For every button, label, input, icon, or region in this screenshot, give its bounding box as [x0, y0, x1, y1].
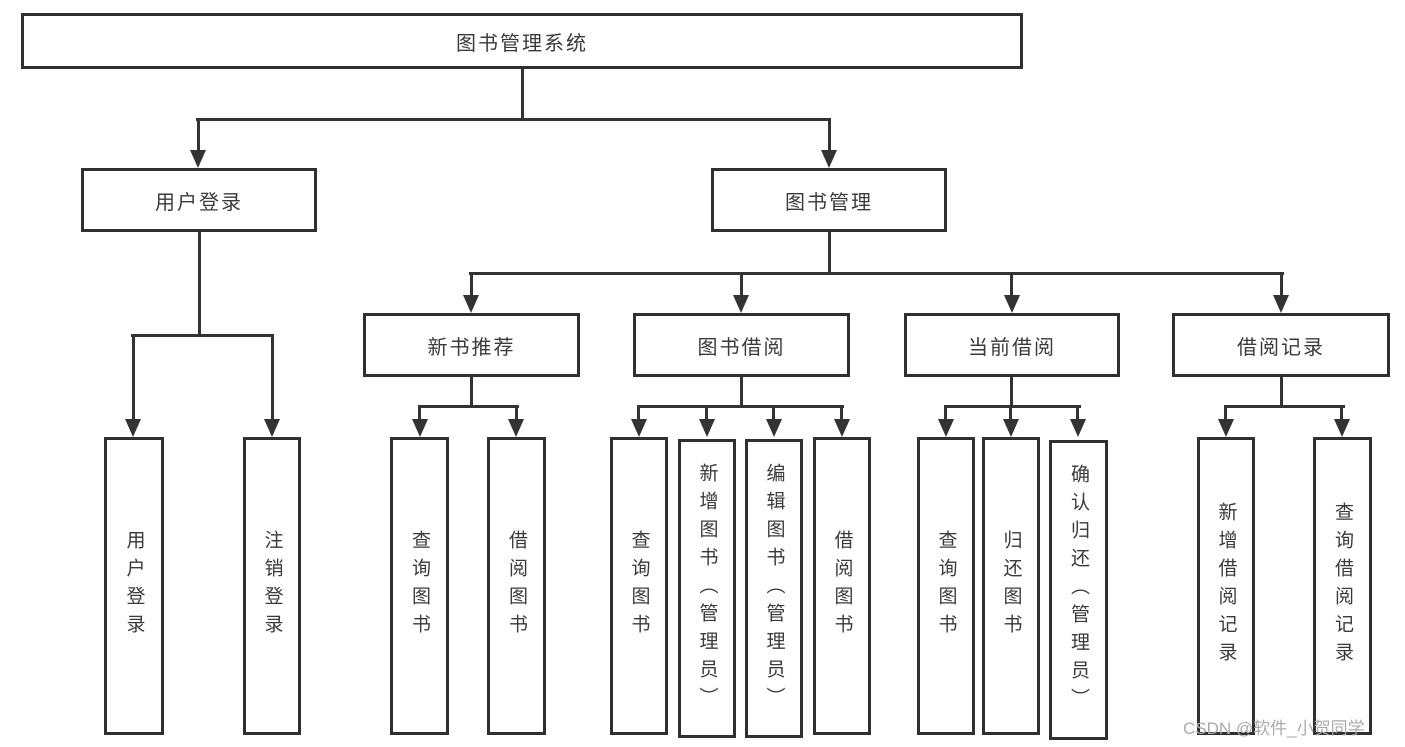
- connector-hline: [637, 405, 844, 408]
- connector-vline: [1076, 405, 1079, 421]
- node-library-system-label: 图书管理系统: [456, 32, 588, 55]
- connector-vline: [271, 334, 274, 421]
- connector-arrowhead: [125, 419, 141, 437]
- node-book-borrowing-label: 图书借阅: [697, 336, 786, 359]
- connector-vline: [828, 232, 831, 275]
- node-user-login-label: 用户登录: [155, 191, 243, 214]
- node-user-login: 用户登录: [81, 168, 317, 232]
- connector-vline: [1340, 405, 1343, 421]
- leaf-borrow-books-label: 借阅图书: [831, 530, 853, 642]
- leaf-query-books-recommend: 查询图书: [390, 437, 449, 735]
- node-borrowing-records: 借阅记录: [1172, 313, 1390, 377]
- leaf-confirm-return-admin-label: 确认归还（管理员）: [1068, 464, 1089, 716]
- connector-vline: [740, 377, 743, 407]
- connector-vline: [740, 272, 743, 296]
- connector-arrowhead: [412, 419, 428, 437]
- node-book-borrowing: 图书借阅: [633, 313, 850, 377]
- leaf-query-books-current-label: 查询图书: [935, 530, 957, 642]
- connector-hline: [196, 118, 831, 121]
- leaf-query-books-borrow: 查询图书: [610, 437, 668, 735]
- leaf-query-borrow-record-label: 查询借阅记录: [1332, 502, 1353, 670]
- node-book-management: 图书管理: [711, 168, 947, 232]
- leaf-query-books-borrow-label: 查询图书: [628, 530, 650, 642]
- connector-arrowhead: [264, 419, 280, 437]
- leaf-borrow-books-recommend: 借阅图书: [487, 437, 546, 735]
- connector-vline: [1224, 405, 1227, 421]
- connector-vline: [1280, 377, 1283, 407]
- connector-hline: [1224, 405, 1345, 408]
- connector-vline: [944, 405, 947, 421]
- connector-vline: [418, 405, 421, 421]
- leaf-edit-book-admin: 编辑图书（管理员）: [745, 439, 803, 738]
- connector-arrowhead: [821, 150, 837, 168]
- connector-arrowhead: [508, 419, 524, 437]
- node-borrowing-records-label: 借阅记录: [1237, 336, 1325, 359]
- leaf-borrow-books-recommend-label: 借阅图书: [506, 530, 527, 642]
- connector-arrowhead: [1334, 419, 1350, 437]
- leaf-query-books-recommend-label: 查询图书: [409, 530, 430, 642]
- connector-vline: [470, 272, 473, 296]
- connector-hline: [944, 405, 1081, 408]
- connector-arrowhead: [190, 150, 206, 168]
- connector-arrowhead: [463, 295, 479, 313]
- connector-arrowhead: [938, 419, 954, 437]
- connector-vline: [132, 334, 135, 421]
- connector-vline: [521, 69, 524, 121]
- leaf-confirm-return-admin: 确认归还（管理员）: [1049, 440, 1108, 740]
- connector-vline: [637, 405, 640, 421]
- connector-arrowhead: [1070, 419, 1086, 437]
- node-current-borrowing-label: 当前借阅: [968, 336, 1056, 359]
- leaf-add-book-admin: 新增图书（管理员）: [678, 439, 736, 738]
- connector-arrowhead: [631, 419, 647, 437]
- connector-hline: [418, 405, 519, 408]
- leaf-logout: 注销登录: [243, 437, 301, 735]
- connector-arrowhead: [766, 419, 782, 437]
- watermark: CSDN @软件_小贺同学: [1183, 719, 1365, 738]
- connector-vline: [197, 118, 200, 151]
- node-new-book-recommend-label: 新书推荐: [427, 336, 516, 359]
- connector-vline: [705, 405, 708, 421]
- leaf-query-books-current: 查询图书: [917, 437, 975, 735]
- leaf-return-books: 归还图书: [982, 437, 1040, 735]
- connector-arrowhead: [1004, 295, 1020, 313]
- connector-arrowhead: [1218, 419, 1234, 437]
- leaf-user-login-label: 用户登录: [123, 530, 145, 642]
- connector-vline: [1009, 405, 1012, 421]
- connector-arrowhead: [699, 419, 715, 437]
- leaf-return-books-label: 归还图书: [1000, 530, 1022, 642]
- node-library-system: 图书管理系统: [21, 13, 1023, 69]
- leaf-add-book-admin-label: 新增图书（管理员）: [696, 462, 718, 715]
- connector-vline: [470, 377, 473, 407]
- connector-vline: [1010, 272, 1013, 296]
- connector-vline: [198, 232, 201, 336]
- connector-arrowhead: [834, 419, 850, 437]
- leaf-user-login: 用户登录: [104, 437, 164, 735]
- connector-vline: [1010, 377, 1013, 407]
- connector-vline: [1280, 272, 1283, 296]
- connector-hline: [469, 272, 1284, 275]
- connector-vline: [772, 405, 775, 421]
- leaf-edit-book-admin-label: 编辑图书（管理员）: [763, 462, 785, 715]
- node-current-borrowing: 当前借阅: [904, 313, 1120, 377]
- connector-vline: [828, 118, 831, 151]
- connector-arrowhead: [1003, 419, 1019, 437]
- connector-arrowhead: [1273, 295, 1289, 313]
- connector-vline: [840, 405, 843, 421]
- leaf-add-borrow-record-label: 新增借阅记录: [1215, 502, 1237, 670]
- leaf-add-borrow-record: 新增借阅记录: [1197, 437, 1255, 735]
- node-new-book-recommend: 新书推荐: [363, 313, 580, 377]
- leaf-logout-label: 注销登录: [261, 530, 283, 642]
- connector-hline: [131, 334, 274, 337]
- node-book-management-label: 图书管理: [785, 191, 873, 214]
- connector-vline: [515, 405, 518, 421]
- leaf-query-borrow-record: 查询借阅记录: [1313, 437, 1372, 735]
- leaf-borrow-books: 借阅图书: [813, 437, 871, 735]
- connector-arrowhead: [733, 295, 749, 313]
